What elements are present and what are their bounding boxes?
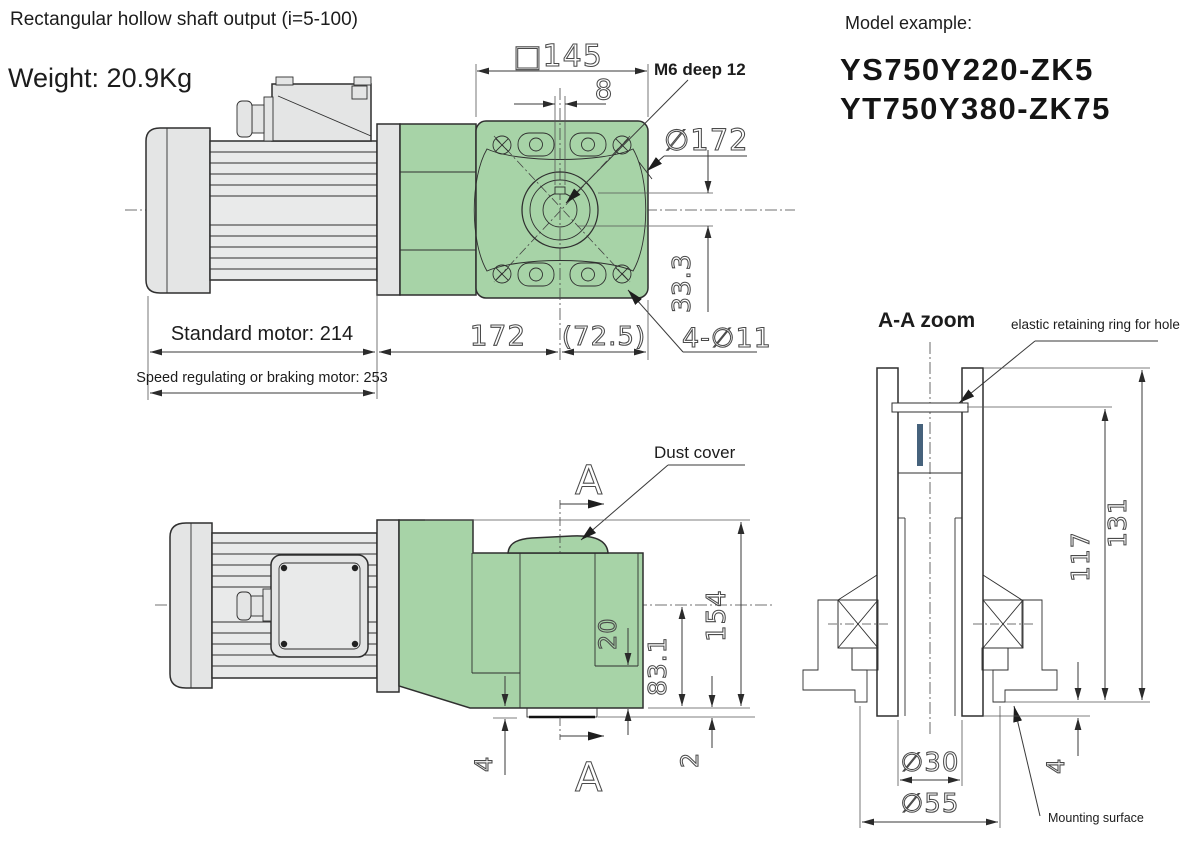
fan-cover — [145, 127, 211, 294]
dim-total-height: 154 — [702, 589, 732, 642]
section-letter-top: A — [575, 458, 603, 504]
dim-square-flange: □145 — [513, 39, 603, 74]
dim-keyway-depth: 33.3 — [667, 253, 696, 313]
dim-center-to-face: (72.5) — [562, 322, 646, 352]
bearing-left — [828, 599, 888, 649]
bore-details — [898, 472, 962, 716]
dust-cover-bump — [507, 535, 609, 554]
model-number-1: YS750Y220-ZK5 — [840, 52, 1094, 87]
weight-label: Weight: 20.9Kg — [8, 63, 192, 93]
seal-left — [851, 647, 879, 671]
section-view: A-A zoom elastic retaining ring for hole — [802, 309, 1180, 828]
retaining-ring-groove — [891, 402, 969, 413]
terminal-box-top — [271, 76, 372, 142]
model-number-2: YT750Y380-ZK75 — [840, 91, 1111, 126]
dim-total-length: 131 — [1103, 497, 1132, 548]
dim-motor-length-alt: Speed regulating or braking motor: 253 — [136, 370, 388, 386]
dim-hub-od: ∅55 — [901, 789, 960, 819]
dim-motor-length: Standard motor: 214 — [171, 323, 353, 345]
dim-ring-to-face: 117 — [1066, 531, 1095, 582]
dim-hub-inset: 20 — [594, 617, 622, 650]
dim-bore: ∅30 — [901, 748, 960, 778]
housing-cone-right — [982, 574, 1024, 601]
bearing-right — [973, 599, 1033, 649]
dim-hub-protrusion-side: 4 — [470, 756, 498, 772]
flange-left — [802, 599, 868, 703]
thread-label: M6 deep 12 — [654, 60, 746, 79]
keyway-mark — [917, 424, 923, 466]
motor-body — [209, 140, 378, 281]
terminal-box-side — [270, 554, 369, 658]
dim-gearbox-length: 172 — [470, 319, 526, 352]
cable-gland-top — [236, 96, 274, 142]
hub-wall-left — [876, 367, 899, 717]
section-letter-bottom: A — [575, 755, 603, 801]
hub-wall-right — [961, 367, 984, 717]
dim-bolt-circle: ∅172 — [664, 123, 749, 157]
dim-protrusion-section: 4 — [1042, 758, 1070, 774]
flange-inner-contour — [473, 148, 647, 272]
dim-face-gap: 2 — [676, 752, 704, 768]
gear-housing-top — [399, 123, 477, 296]
dim-mount-holes: 4-∅11 — [682, 323, 772, 354]
hollow-shaft-bore — [521, 171, 599, 249]
dim-keyway-width: 8 — [595, 73, 614, 106]
section-marker-bottom: A — [559, 717, 604, 802]
retaining-ring-label: elastic retaining ring for hole — [1011, 317, 1180, 332]
cable-gland-side — [236, 588, 272, 622]
mounting-surface-label: Mounting surface — [1048, 811, 1144, 825]
housing-internal-lines — [471, 553, 639, 708]
header: Rectangular hollow shaft output (i=5-100… — [8, 9, 358, 93]
page-title: Rectangular hollow shaft output (i=5-100… — [10, 9, 358, 30]
flange-right — [992, 599, 1058, 703]
dust-cover-label: Dust cover — [654, 443, 736, 462]
motor-flange-side — [376, 519, 400, 693]
output-flange — [475, 120, 649, 299]
motor-fins — [210, 151, 377, 270]
top-view: □145 8 M6 deep 12 ∅172 33.3 4-∅11 Standa… — [125, 38, 795, 400]
side-view: Dust cover A A 154 83.1 2 4 20 — [155, 443, 772, 802]
model-example-label: Model example: — [845, 13, 972, 33]
section-title: A-A zoom — [878, 309, 975, 332]
dim-center-to-bottom: 83.1 — [643, 636, 672, 696]
model-example-block: Model example: YS750Y220-ZK5 YT750Y380-Z… — [840, 13, 1111, 126]
housing-cone-left — [836, 574, 878, 601]
output-hub-face — [526, 707, 598, 718]
flange-corner-holes — [492, 132, 632, 287]
section-marker-top: A — [559, 457, 604, 553]
motor-flange-top — [376, 123, 401, 296]
seal-right — [981, 647, 1009, 671]
gear-housing-side — [398, 519, 644, 709]
